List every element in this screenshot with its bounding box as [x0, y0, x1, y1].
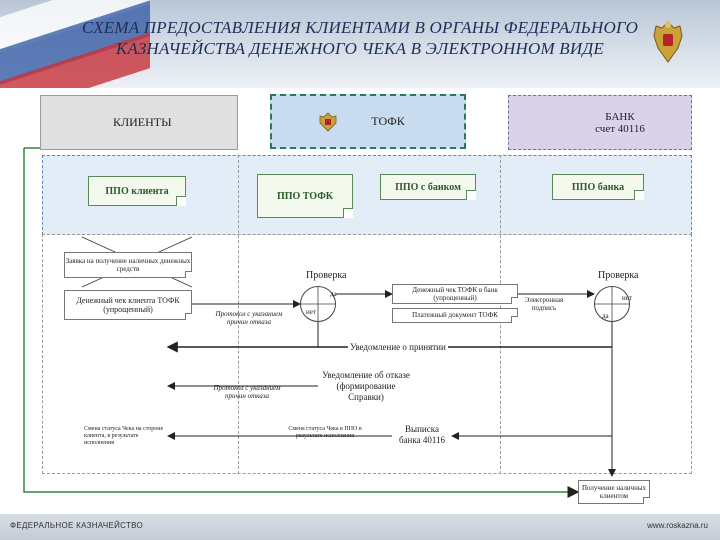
cash-received-doc: Получение наличных клиентом — [578, 480, 650, 504]
cash-request-doc: Заявка на получение наличных денежных ср… — [64, 252, 192, 278]
protocol-note-2: Протокол с указанием причин отказа — [213, 384, 281, 401]
clients-lane-box: КЛИЕНТЫ — [40, 95, 238, 150]
payment-doc: Платежный документ ТОФК — [392, 308, 518, 323]
status-client-note: Смена статуса Чека на стороне клиента, в… — [84, 426, 164, 447]
bank-lane-title: БАНК — [605, 110, 635, 123]
right-check-yes: да — [602, 312, 609, 320]
ppo-with-bank-doc: ППО с банком — [380, 174, 476, 200]
left-check-node — [300, 286, 336, 322]
bank-lane-subtitle: счет 40116 — [595, 122, 645, 135]
left-check-label: Проверка — [306, 270, 347, 281]
process-area — [42, 234, 692, 474]
refusal-notice: Уведомление об отказе (формирование Спра… — [318, 370, 414, 402]
bank-lane-box: БАНК счет 40116 — [508, 95, 692, 150]
refusal-notice-line1: Уведомление об отказе — [322, 370, 410, 380]
left-check-no: нет — [306, 308, 316, 316]
footer-org: ФЕДЕРАЛЬНОЕ КАЗНАЧЕЙСТВО — [10, 521, 144, 530]
tofk-lane-box: ТОФК — [270, 94, 466, 149]
bank-statement-line2: банка 40116 — [398, 434, 446, 445]
bank-statement: Выписка банка 40116 — [392, 424, 452, 446]
lane-divider-1 — [238, 155, 239, 474]
status-ppo-note: Смена статуса Чека в ППО в результате ис… — [288, 426, 362, 440]
bank-statement-line1: Выписка — [405, 424, 439, 434]
footer-url[interactable]: www.roskazna.ru — [647, 521, 708, 530]
slide-title: СХЕМА ПРЕДОСТАВЛЕНИЯ КЛИЕНТАМИ В ОРГАНЫ … — [80, 17, 640, 59]
tofk-emblem-icon — [319, 112, 337, 132]
refusal-notice-line2: (формирование Справки) — [336, 380, 396, 402]
tofk-lane-label: ТОФК — [371, 114, 405, 128]
client-cheque-doc: Денежный чек клиента ТОФК (упрощенный) — [64, 290, 192, 320]
outer-loop-line — [23, 148, 580, 498]
title-line-1: СХЕМА ПРЕДОСТАВЛЕНИЯ КЛИЕНТАМИ В ОРГАНЫ … — [81, 18, 639, 37]
ppo-client-doc: ППО клиента — [88, 176, 186, 206]
electronic-signature-note: Электронная подпись — [524, 296, 564, 313]
receipt-notice-label: Уведомление о принятии — [348, 342, 448, 353]
title-line-2: КАЗНАЧЕЙСТВА ДЕНЕЖНОГО ЧЕКА В ЭЛЕКТРОННО… — [116, 39, 604, 58]
right-check-no: нет — [622, 294, 632, 302]
ppo-bank-doc: ППО банка — [552, 174, 644, 200]
treasury-emblem-icon — [653, 21, 683, 63]
clients-lane-label: КЛИЕНТЫ — [113, 115, 172, 129]
ppo-tofk-doc: ППО ТОФК — [257, 174, 353, 218]
footer-bar — [0, 514, 720, 540]
header-bar: СХЕМА ПРЕДОСТАВЛЕНИЯ КЛИЕНТАМИ В ОРГАНЫ … — [0, 0, 720, 88]
protocol-note-1: Протокол с указанием причин отказа — [215, 310, 283, 327]
left-check-yes: да — [330, 290, 337, 298]
right-check-label: Проверка — [598, 270, 639, 281]
right-check-node — [594, 286, 630, 322]
bank-cheque-doc: Денежный чек ТОФК в банк (упрощенный) — [392, 284, 518, 304]
